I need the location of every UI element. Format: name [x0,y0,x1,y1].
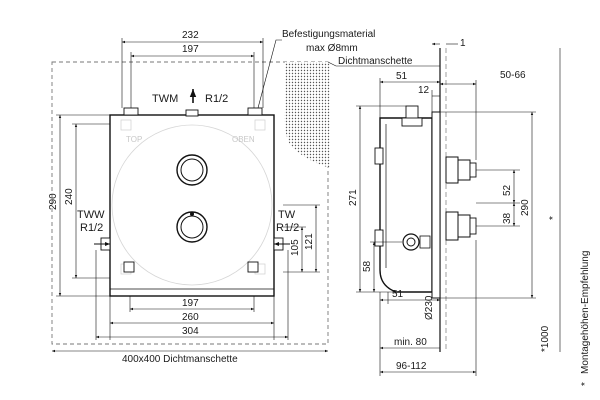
tww-label: TWW [77,209,105,221]
side-valve-lower-cap [469,217,477,235]
dim-58: 58 [362,260,373,272]
lower-valve-dot [190,212,194,216]
dim-51-bottom: 51 [392,289,404,300]
side-valve-upper-cap [469,162,477,178]
dim-197-top: 197 [182,44,199,55]
tw-thread-label: R1/2 [276,222,299,234]
oben-label: OBEN [232,135,255,144]
footnote-text: Montagehöhen-Empfehlung [580,251,591,374]
dim-96-112: 96-112 [396,361,427,372]
fixing-material-leader [257,39,282,109]
mounting-lug-left [123,107,139,116]
dim-232: 232 [182,30,199,41]
side-bottom-connector-inner [406,237,416,247]
side-valve-upper-knob [457,159,471,181]
dim-d230: Ø230 [424,295,435,320]
side-bottom-connector-tab [419,235,431,249]
top-label: TOP [126,135,142,144]
bottom-lug-left [123,261,135,273]
inner-reference-circle [111,124,273,286]
dim-50-66: 50-66 [500,70,526,81]
corner-tab-tl [120,119,132,131]
dim-12: 12 [418,85,430,96]
upper-valve-inner [180,158,204,182]
dim-304: 304 [182,326,199,337]
side-valve-lower-knob [457,214,471,238]
tw-label: TW [278,209,296,221]
side-fitting-upper [374,147,384,165]
tww-thread-label: R1/2 [80,222,103,234]
dim-52: 52 [502,184,513,196]
footnote-asterisk-top: * [548,216,559,220]
side-box-body [379,117,433,293]
corner-tab-tr [254,119,266,131]
dim-271: 271 [348,189,359,206]
max-diameter-label: max Ø8mm [306,43,358,54]
side-top-nut [401,117,423,127]
side-valve-lower-base [445,211,459,241]
dim-105: 105 [290,239,301,256]
dim-260: 260 [182,312,199,323]
bottom-lug-right [247,261,259,273]
footnote-asterisk-bottom: * [580,382,591,386]
dim-min80: min. 80 [394,337,427,348]
mounting-height-label: *1000 [540,325,551,352]
dim-197-bottom: 197 [182,298,199,309]
mounting-lug-right [247,107,263,116]
twm-port [185,109,199,117]
fixing-material-label: Befestigungsmaterial [282,29,375,40]
wall-hatch [284,62,330,168]
dim-51-top: 51 [396,71,408,82]
dim-1: 1 [460,38,466,49]
side-box-flange [431,111,441,299]
bottom-caption: 400x400 Dichtmanschette [122,354,238,365]
dim-121: 121 [304,233,315,250]
dim-38: 38 [502,212,513,224]
side-bottom-connector-outer [402,233,420,251]
mounting-box [109,114,275,297]
side-fitting-lower [374,229,384,247]
side-valve-upper-base [445,156,459,184]
twm-label: TWM [152,93,178,105]
dim-290-front: 290 [48,193,59,210]
sealing-sleeve-label: Dichtmanschette [338,56,413,67]
sealing-sleeve-leader [327,61,440,67]
dim-290-side: 290 [520,199,531,216]
twm-thread-label: R1/2 [205,93,228,105]
dim-240: 240 [64,188,75,205]
sealing-sleeve-outline [51,61,329,345]
